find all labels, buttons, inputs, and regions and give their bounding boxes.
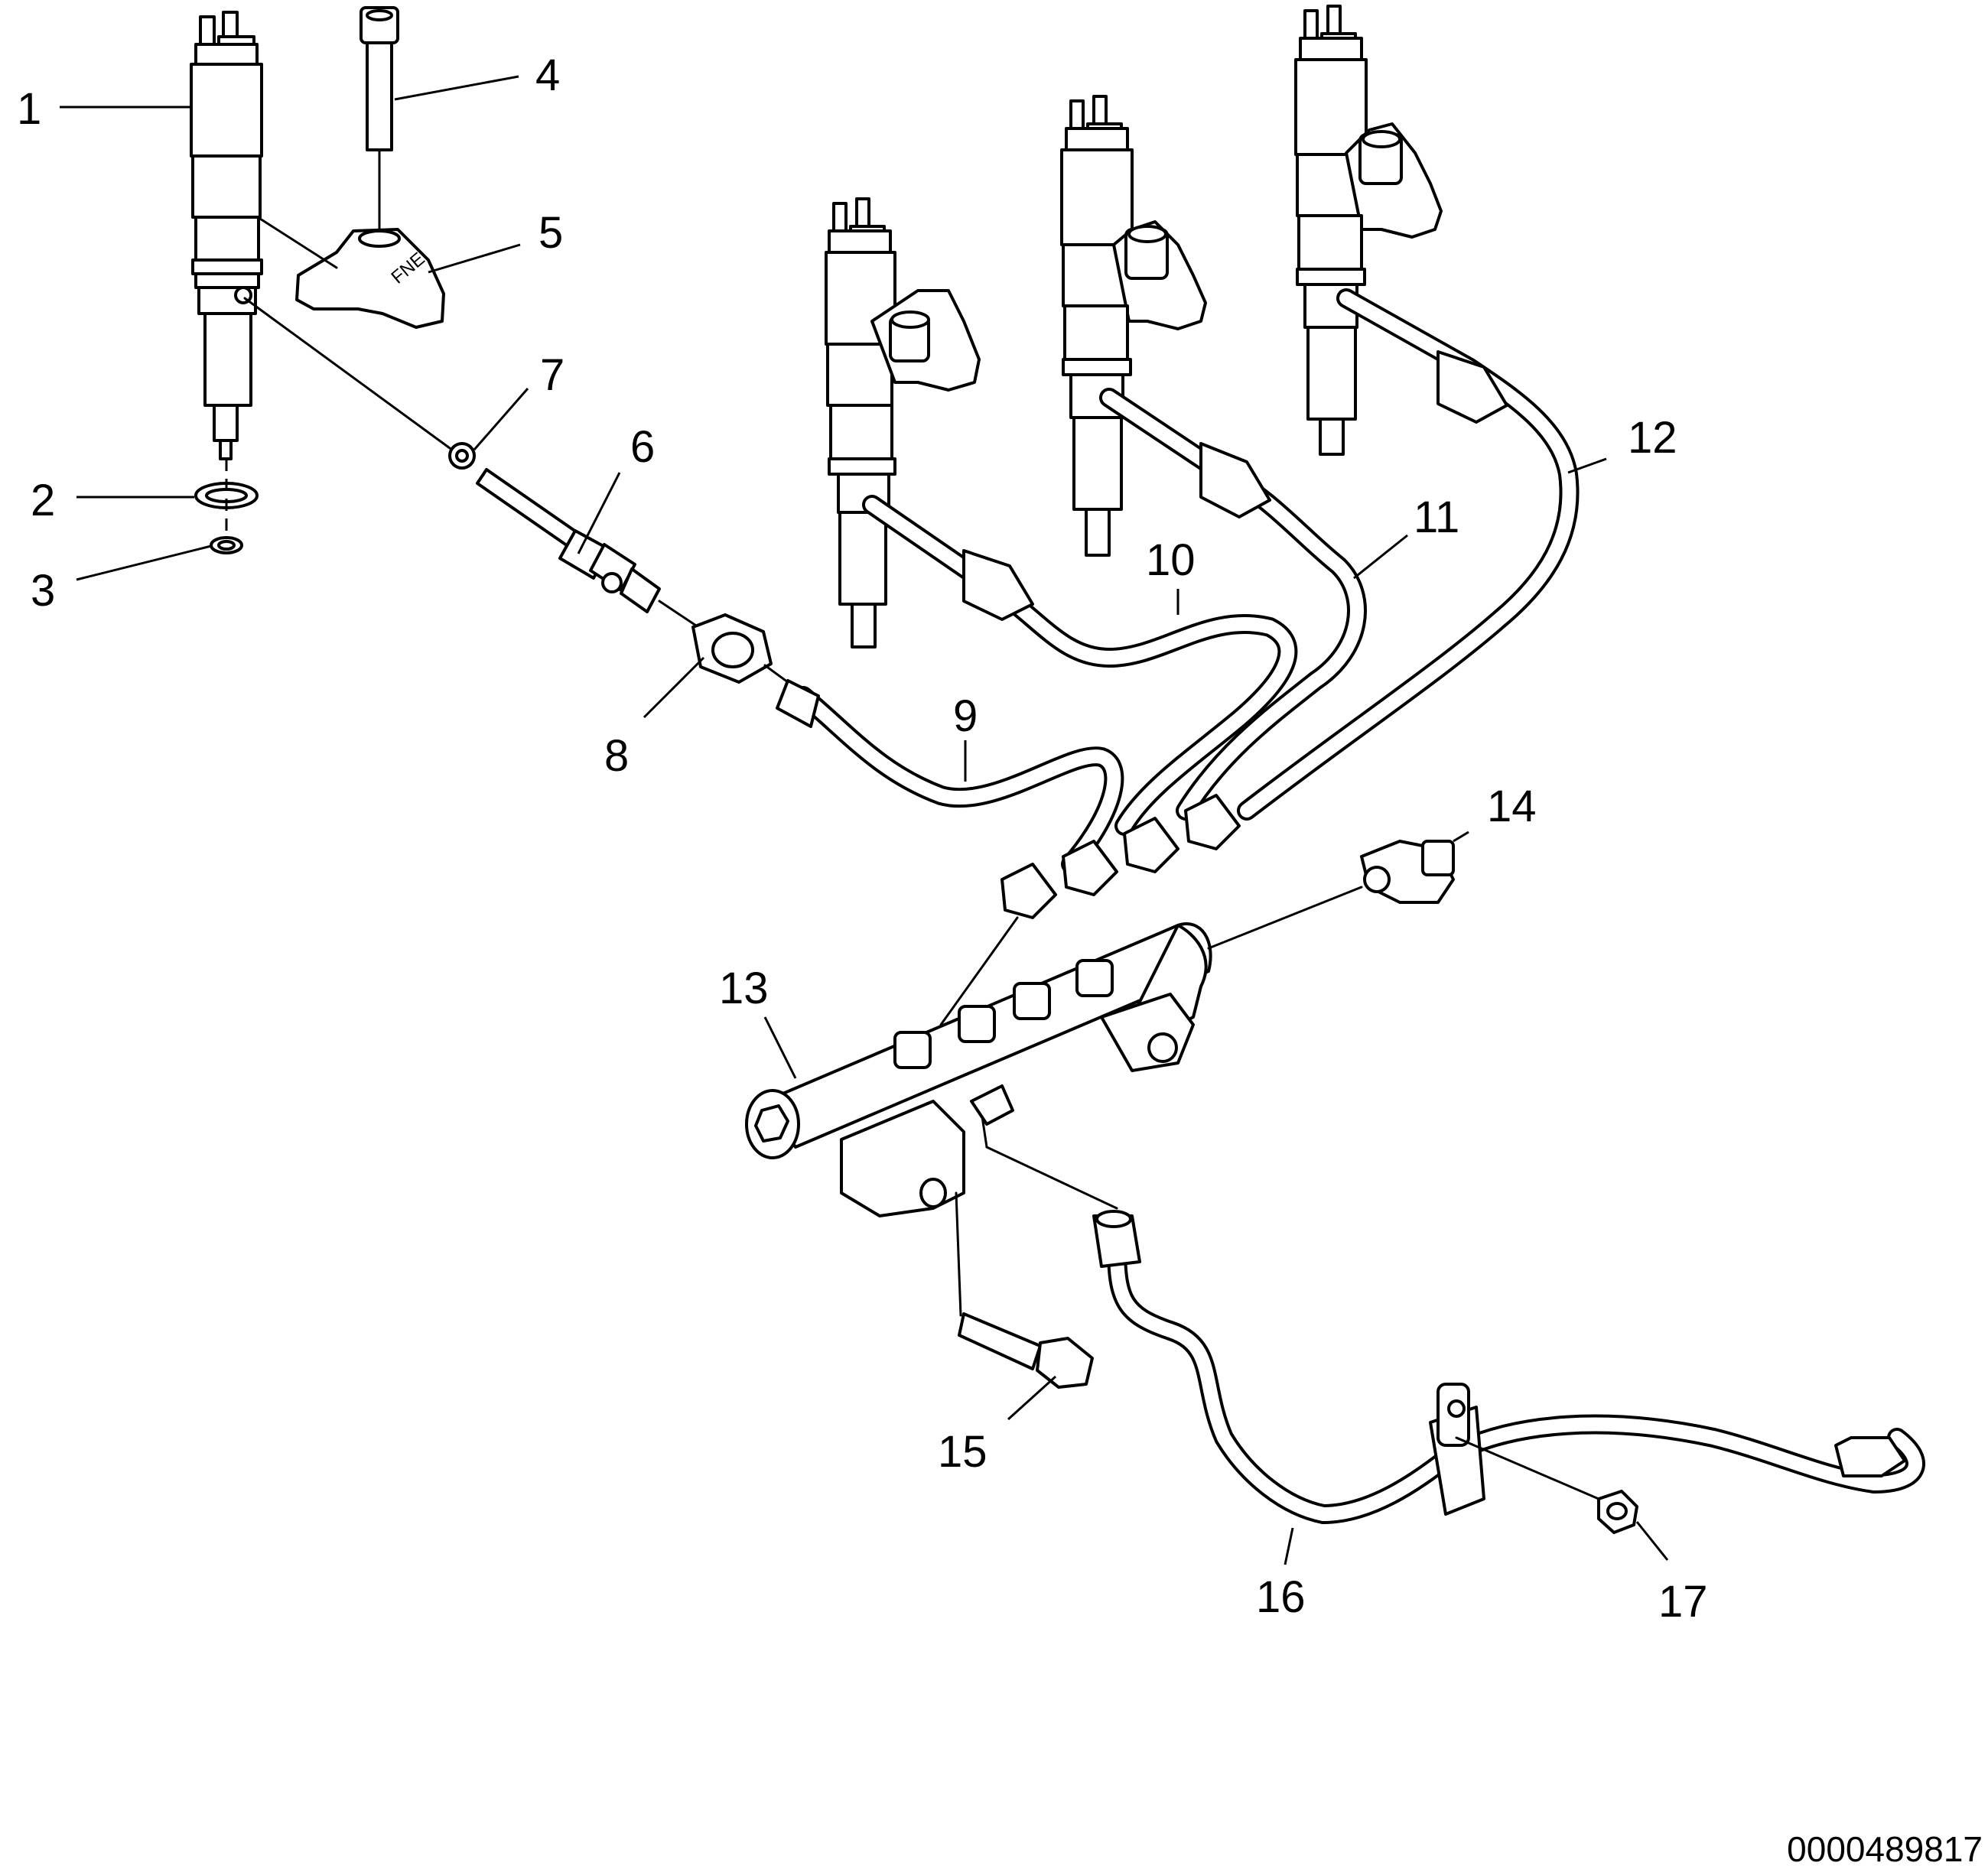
rail-nut-c bbox=[1123, 817, 1179, 873]
injector-4 bbox=[1294, 5, 1443, 456]
clamp-5: FNE bbox=[295, 228, 445, 329]
rail-nut-a bbox=[1001, 863, 1057, 919]
callout-2: 2 bbox=[31, 476, 55, 525]
callout-13: 13 bbox=[719, 964, 769, 1013]
bolt-17 bbox=[1597, 1490, 1638, 1534]
callout-9: 9 bbox=[953, 691, 978, 741]
callout-16: 16 bbox=[1256, 1572, 1306, 1622]
connector-6 bbox=[476, 468, 661, 613]
pipe-nut-12 bbox=[1437, 350, 1508, 424]
pipe-16 bbox=[1092, 1210, 1925, 1524]
callout-4: 4 bbox=[535, 50, 560, 100]
rail-nut-b bbox=[1062, 840, 1118, 896]
callout-labels: 1 2 3 4 5 6 7 8 9 10 11 12 13 14 15 16 1… bbox=[17, 50, 1708, 1627]
rail-nut-d bbox=[1184, 794, 1241, 850]
callout-3: 3 bbox=[31, 566, 55, 616]
callout-1: 1 bbox=[17, 84, 41, 134]
bolt-15 bbox=[958, 1312, 1094, 1389]
callout-14: 14 bbox=[1487, 782, 1537, 831]
pipe-nut-10 bbox=[962, 549, 1034, 621]
sensor-14 bbox=[1360, 840, 1455, 904]
injector-2 bbox=[825, 197, 981, 648]
injector-3 bbox=[1060, 95, 1207, 557]
nut-8 bbox=[691, 613, 773, 684]
callout-15: 15 bbox=[938, 1427, 987, 1477]
callout-10: 10 bbox=[1146, 535, 1196, 585]
callout-17: 17 bbox=[1658, 1577, 1708, 1627]
bolt-4 bbox=[360, 6, 399, 151]
washer-3 bbox=[210, 536, 243, 554]
leader-lines bbox=[60, 75, 1669, 1565]
pipe-12 bbox=[1237, 288, 1580, 821]
common-rail-13 bbox=[745, 922, 1212, 1217]
injector-1 bbox=[190, 11, 263, 460]
seal-7 bbox=[448, 442, 476, 470]
callout-5: 5 bbox=[538, 208, 563, 258]
document-id: 0000489817 bbox=[1787, 1829, 1983, 1869]
callout-8: 8 bbox=[604, 731, 629, 781]
callout-6: 6 bbox=[630, 422, 655, 472]
pipe-nut-11 bbox=[1199, 442, 1271, 518]
pipe-10 bbox=[862, 495, 1298, 836]
callout-7: 7 bbox=[540, 350, 565, 400]
pipe-9 bbox=[776, 679, 1124, 874]
callout-11: 11 bbox=[1414, 492, 1459, 542]
pipe-11 bbox=[1099, 388, 1367, 821]
callout-12: 12 bbox=[1628, 413, 1677, 463]
